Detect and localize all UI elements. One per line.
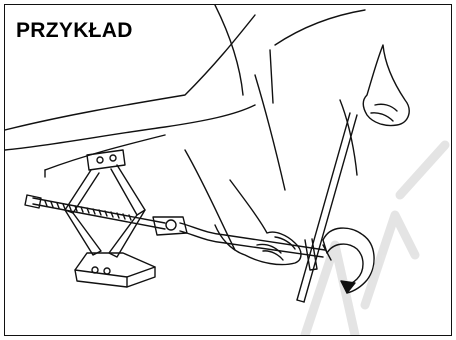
scissor-jack-icon <box>25 150 187 287</box>
hand-icon-upper <box>363 45 409 126</box>
watermark <box>305 145 445 335</box>
figure-label: PRZYKŁAD <box>16 19 133 43</box>
illustration-frame: PRZYKŁAD <box>4 4 452 336</box>
jack-handle-icon <box>180 113 357 302</box>
jack-operation-illustration <box>5 5 452 336</box>
